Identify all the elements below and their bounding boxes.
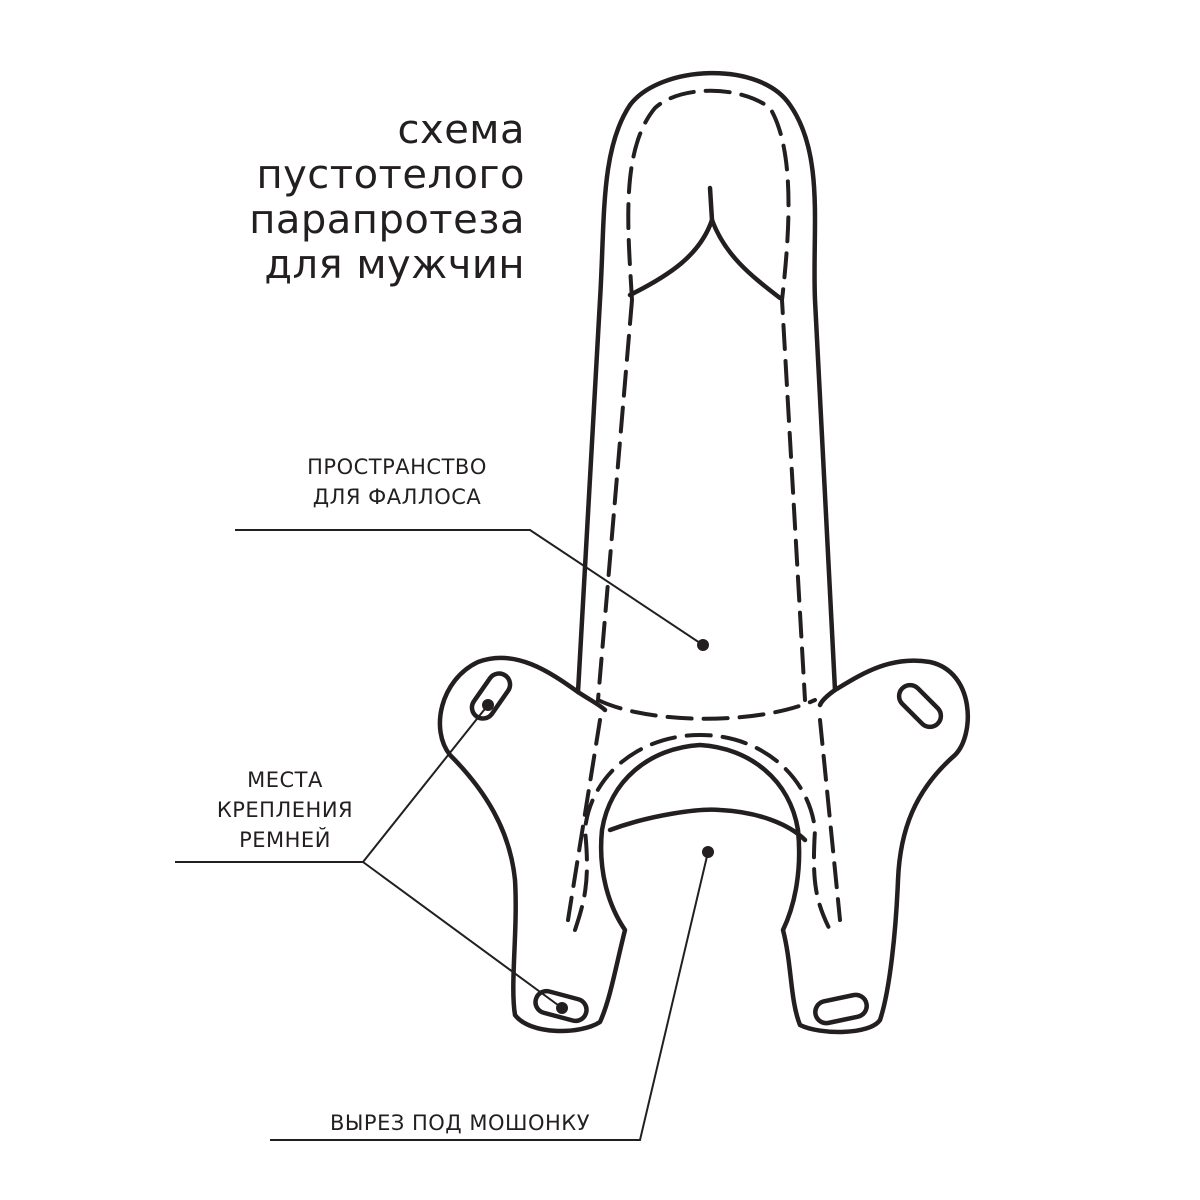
label-line: КРЕПЛЕНИЯ (216, 798, 354, 822)
cutout-inner (607, 807, 808, 843)
label-strap-points: МЕСТА КРЕПЛЕНИЯ РЕМНЕЙ (195, 765, 375, 855)
label-line: ДЛЯ ФАЛЛОСА (312, 485, 482, 509)
leader-strap-points (175, 704, 563, 1009)
title-line: схема (397, 107, 525, 153)
dot-phallus-space (697, 639, 709, 651)
dot-strap-top (482, 699, 494, 711)
right-top-slot (896, 682, 944, 730)
diagram-title: схема пустотелого парапротеза для мужчин (249, 108, 525, 288)
label-line: РЕМНЕЙ (239, 828, 331, 852)
inner-cavity-dashed (596, 88, 817, 721)
left-inner-edge (575, 689, 608, 713)
title-line: парапротеза (249, 197, 525, 243)
outer-outline (437, 70, 971, 1035)
dot-strap-bottom (556, 1002, 568, 1014)
leader-scrotum-cutout (270, 851, 709, 1141)
label-scrotum-cutout: ВЫРЕЗ ПОД МОШОНКУ (329, 1111, 591, 1135)
left-bottom-slot (533, 988, 589, 1024)
left-top-slot (469, 671, 513, 721)
leader-phallus-space (235, 529, 704, 646)
cutout-dashed (566, 718, 842, 932)
label-line: ПРОСТРАНСТВО (307, 455, 487, 479)
right-inner-edge (817, 687, 838, 708)
title-line: для мужчин (264, 242, 525, 288)
dot-scrotum-cutout (702, 846, 714, 858)
label-phallus-space: ПРОСТРАНСТВО ДЛЯ ФАЛЛОСА (272, 452, 522, 512)
label-line: МЕСТА (247, 768, 323, 792)
title-line: пустотелого (256, 152, 525, 198)
glans-tip (707, 185, 715, 223)
right-bottom-slot (813, 992, 869, 1026)
glans-line (627, 217, 783, 301)
